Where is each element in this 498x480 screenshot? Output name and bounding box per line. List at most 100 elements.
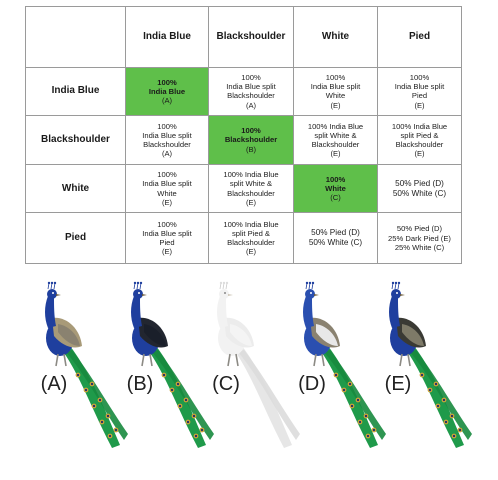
eye-spot — [452, 434, 456, 438]
result-line: 100% — [241, 126, 261, 136]
leg — [141, 353, 145, 367]
eye-spot — [100, 420, 104, 424]
leg — [235, 353, 239, 367]
neck — [217, 296, 228, 328]
eye-spot — [372, 428, 376, 432]
beak — [400, 294, 405, 296]
eye-spot — [186, 420, 190, 424]
result-line: India Blue split — [142, 179, 192, 189]
row-header-india-blue: India Blue — [25, 66, 126, 117]
variety-label: (A) — [41, 373, 68, 395]
eye-spot — [178, 404, 182, 408]
wing — [58, 324, 80, 346]
result-line: White — [157, 188, 177, 198]
beak — [314, 294, 319, 296]
eye-spot — [194, 434, 198, 438]
crest — [50, 281, 54, 285]
crest — [139, 281, 143, 285]
eye-spot — [84, 388, 88, 392]
result-line: 100% India Blue — [223, 170, 279, 180]
crest — [222, 281, 226, 285]
tail-feathers — [62, 346, 120, 448]
eye-spot — [364, 414, 368, 418]
leg — [55, 353, 59, 367]
tail-feathers — [324, 350, 386, 440]
head — [391, 289, 401, 299]
result-line: (E) — [161, 247, 173, 257]
peacock-india-blue: (A) — [41, 281, 128, 448]
eye-spot — [350, 404, 354, 408]
crest — [225, 281, 229, 285]
tail-feathers — [410, 350, 472, 440]
crest — [136, 281, 140, 285]
eye-spot — [342, 388, 346, 392]
result-cell-highlight: 100%Blackshoulder(B) — [208, 115, 294, 165]
neck — [389, 296, 400, 328]
result-line: (E) — [330, 100, 341, 110]
eye-spot — [458, 428, 462, 432]
wing — [402, 324, 424, 346]
result-line: India Blue split — [226, 82, 276, 92]
result-cell: 50% Pied (D)25% Dark Pied (E)25% White (… — [377, 212, 462, 264]
tail-feathers — [320, 346, 378, 448]
beak — [142, 294, 147, 296]
result-line: (A) — [161, 96, 173, 106]
tail-feathers — [238, 350, 300, 440]
eye-spot — [108, 434, 112, 438]
wing — [144, 324, 166, 346]
eye — [310, 292, 312, 294]
result-line: 100% — [241, 73, 261, 83]
crest — [219, 281, 223, 285]
result-line: 50% Pied (D) — [395, 178, 444, 188]
peacock-illustrations: (A)(B)(C)(D)(E) — [41, 281, 472, 448]
row-header-pied: Pied — [25, 212, 126, 264]
result-line: 50% Pied (D) — [396, 224, 443, 234]
result-cell: 50% Pied (D)50% White (C) — [293, 212, 378, 264]
result-line: Blackshoulder — [227, 188, 275, 198]
eye — [396, 292, 398, 294]
crest — [397, 281, 401, 285]
eye-spot — [334, 373, 338, 377]
result-line: White — [325, 184, 346, 193]
neck — [45, 296, 56, 328]
eye — [138, 292, 140, 294]
result-line: (C) — [330, 193, 341, 203]
eye-spot — [348, 382, 352, 386]
result-line: 100% — [157, 77, 177, 87]
result-line: 100% — [325, 73, 346, 83]
eye-spot — [434, 382, 438, 386]
wing — [230, 324, 252, 346]
leg — [313, 353, 317, 367]
eye-spot — [98, 398, 102, 402]
result-cell-highlight: 100%White(C) — [293, 163, 378, 214]
neck — [131, 296, 142, 328]
result-line: (A) — [245, 100, 257, 110]
crest — [133, 281, 137, 285]
eye-spot — [450, 414, 454, 418]
result-line: (E) — [245, 197, 257, 207]
result-line: Blackshoulder — [227, 91, 275, 101]
result-line: Pied — [159, 238, 175, 248]
eye-spot — [106, 414, 110, 418]
peacock-white: (C) — [212, 281, 300, 448]
eye-spot — [162, 373, 166, 377]
eye-spot — [114, 428, 118, 432]
result-line: (E) — [414, 149, 425, 159]
col-header-pied: Pied — [377, 6, 462, 68]
beak — [56, 294, 61, 296]
variety-label: (B) — [127, 373, 154, 395]
crest — [305, 281, 309, 285]
col-header-india-blue: India Blue — [125, 6, 209, 68]
